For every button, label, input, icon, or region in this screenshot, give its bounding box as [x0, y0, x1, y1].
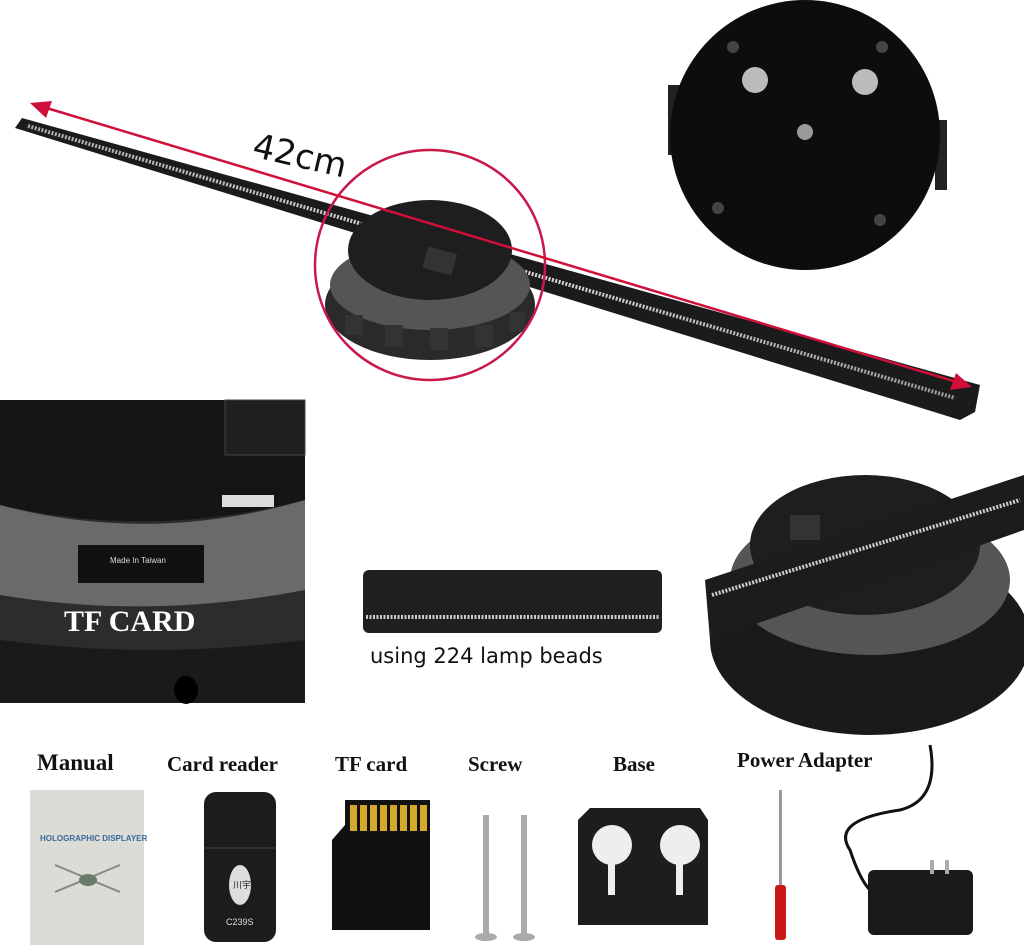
led-strip-closeup	[363, 570, 662, 633]
base-bracket-image	[578, 808, 708, 925]
label-tf-card: TF card	[335, 752, 408, 776]
motor-hub	[325, 200, 535, 360]
card-reader-brand: 川宇	[233, 880, 252, 890]
screwdriver-image	[775, 790, 786, 940]
manual-cover-title: HOLOGRAPHIC DISPLAYER	[40, 834, 148, 843]
manual-image	[30, 790, 144, 945]
card-reader-model: C239S	[226, 917, 254, 927]
slot-text: Made In Taiwan	[110, 556, 166, 565]
highlight-circle	[313, 148, 547, 382]
screws-image	[475, 815, 535, 941]
card-reader-image	[204, 792, 276, 942]
tf-card-callout: TF CARD	[64, 605, 196, 638]
label-power-adapter: Power Adapter	[737, 748, 873, 772]
tf-slot-closeup	[0, 399, 306, 704]
label-screw: Screw	[468, 752, 523, 776]
label-base: Base	[613, 752, 655, 776]
label-card-reader: Card reader	[167, 752, 278, 776]
label-manual: Manual	[37, 750, 114, 775]
hub-angled-view	[705, 475, 1024, 735]
power-adapter-image	[844, 744, 973, 935]
tf-card-image	[332, 800, 430, 930]
dimension-arrow	[30, 101, 972, 390]
lamp-caption: using 224 lamp beads	[370, 644, 603, 668]
base-bottom-view	[668, 0, 947, 270]
